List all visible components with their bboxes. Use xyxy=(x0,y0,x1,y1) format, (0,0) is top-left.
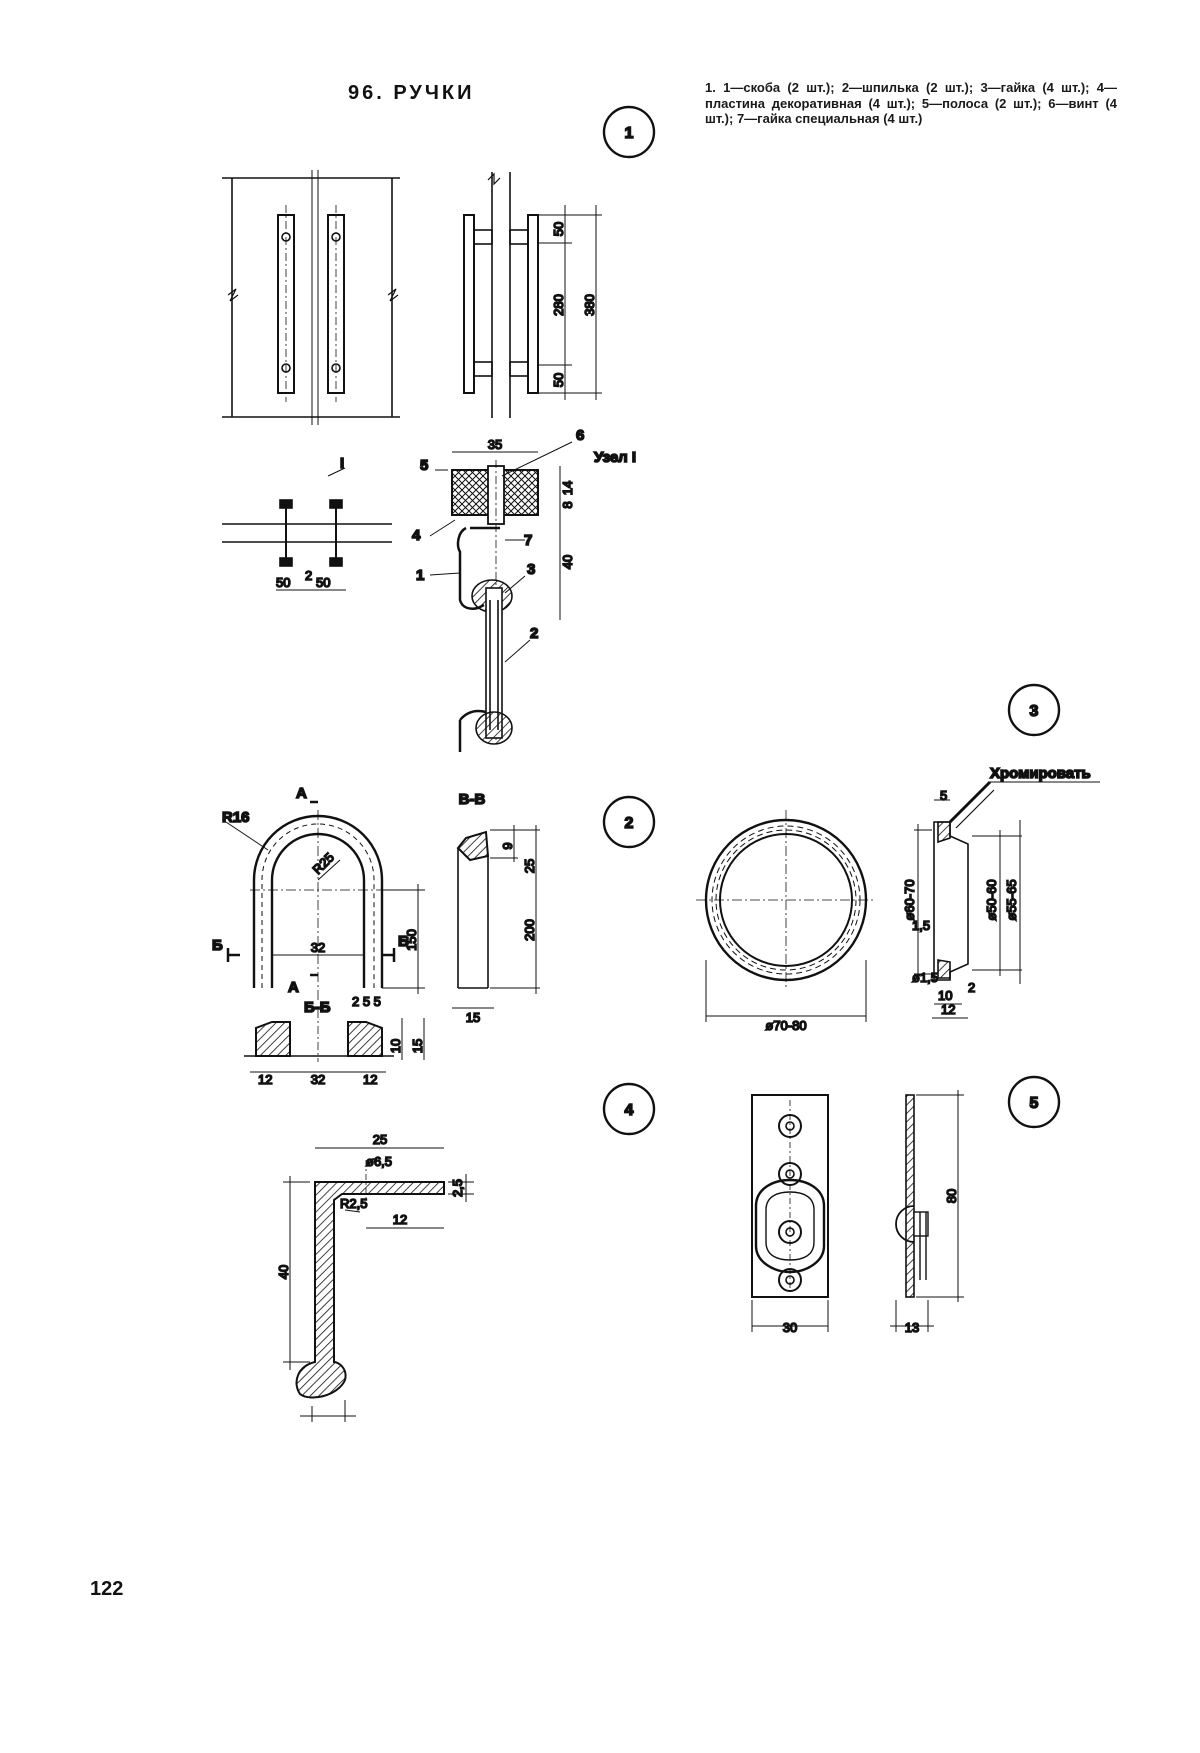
dim-280: 280 xyxy=(551,294,566,316)
dim-40-profile: 40 xyxy=(276,1265,291,1279)
dim-12-right: 12 xyxy=(363,1072,377,1087)
section-mark-a-bottom: А xyxy=(288,979,299,996)
fig1-front-view xyxy=(222,170,400,425)
section-vv xyxy=(452,825,540,1009)
figure-number-1: 1 xyxy=(625,125,634,142)
dim-phi-55-65: ø55-65 xyxy=(1004,879,1019,920)
fig1-side-view xyxy=(463,172,602,418)
dim-phi-60-70: ø60-70 xyxy=(902,879,917,920)
dim-150: 150 xyxy=(404,929,419,951)
page-number: 122 xyxy=(90,1578,124,1600)
dim-9: 9 xyxy=(500,842,515,849)
figure-number-2: 2 xyxy=(625,815,634,832)
radius-16: R16 xyxy=(222,809,250,826)
part-6: 6 xyxy=(576,427,584,444)
section-mark-b-left: Б xyxy=(212,937,223,954)
dim-12-ring: 12 xyxy=(941,1002,955,1017)
radius-25: R25 xyxy=(310,850,337,877)
dim-380: 380 xyxy=(582,294,597,316)
fig5-plate xyxy=(751,1090,964,1332)
node-mark: I xyxy=(340,455,344,472)
dim-25-profile: 25 xyxy=(373,1132,387,1147)
figure-marker-4 xyxy=(602,1082,656,1136)
dim-13: 13 xyxy=(905,1320,919,1335)
figure-marker-3 xyxy=(1007,683,1061,737)
dim-2: 2 xyxy=(305,568,312,583)
dim-phi-1-5: ø1,5 xyxy=(912,970,938,985)
dim-35: 35 xyxy=(488,437,502,452)
dim-200: 200 xyxy=(522,919,537,941)
dim-2-5-5: 2 5 5 xyxy=(352,994,381,1009)
fig4-l-profile xyxy=(283,1147,474,1422)
figure-marker-1 xyxy=(602,105,656,159)
part-5: 5 xyxy=(420,457,428,474)
fig3-ring-handle xyxy=(696,780,1100,1022)
dim-32: 32 xyxy=(311,940,325,955)
chrome-note: Хромировать xyxy=(990,765,1091,782)
part-4: 4 xyxy=(412,527,421,544)
dim-5-10: 10 xyxy=(388,1039,403,1053)
part-7: 7 xyxy=(524,532,532,549)
dim-50-left: 50 xyxy=(276,575,290,590)
dim-1-5: 1,5 xyxy=(912,918,930,933)
section-vv-title: В-В xyxy=(459,791,486,808)
dim-phi-70-80: ø70-80 xyxy=(765,1018,806,1033)
fig1-plan-view xyxy=(222,467,392,591)
part-3: 3 xyxy=(527,561,535,578)
node-detail xyxy=(429,441,573,752)
dim-10-ring: 10 xyxy=(938,988,952,1003)
dim-2-ring: 2 xyxy=(968,980,975,995)
figure-marker-5 xyxy=(1007,1075,1061,1129)
dim-25-vv: 25 xyxy=(522,859,537,873)
part-1: 1 xyxy=(416,567,424,584)
dim-32-section: 32 xyxy=(311,1072,325,1087)
dim-8: 8 xyxy=(560,501,575,508)
figure-marker-2 xyxy=(602,795,656,849)
dim-50-bottom: 50 xyxy=(551,373,566,387)
dim-40: 40 xyxy=(560,555,575,569)
fig2-u-handle xyxy=(225,800,425,1073)
dim-15-vv: 15 xyxy=(466,1010,480,1025)
figure-number-4: 4 xyxy=(625,1102,634,1119)
page-title: 96. РУЧКИ xyxy=(348,82,475,104)
node-label: Узел I xyxy=(594,449,636,466)
figure-number-5: 5 xyxy=(1030,1095,1039,1112)
dim-phi-50-60: ø50-60 xyxy=(984,879,999,920)
dim-12-left: 12 xyxy=(258,1072,272,1087)
dim-50-right: 50 xyxy=(316,575,330,590)
dim-2-5: 2,5 xyxy=(450,1179,465,1197)
dim-30: 30 xyxy=(783,1320,797,1335)
part-2: 2 xyxy=(530,625,538,642)
dim-50-top: 50 xyxy=(551,222,566,236)
section-bb-title: Б-Б xyxy=(304,999,331,1016)
dim-15-section: 15 xyxy=(410,1039,425,1053)
dim-14: 14 xyxy=(560,481,575,495)
section-mark-a-top: А xyxy=(296,785,307,802)
dim-5-ring: 5 xyxy=(940,788,947,803)
dim-12-profile: 12 xyxy=(393,1212,407,1227)
parts-legend: 1. 1—скоба (2 шт.); 2—шпилька (2 шт.); 3… xyxy=(705,80,1117,126)
radius-2-5: R2,5 xyxy=(340,1196,367,1211)
dim-phi-6-5: ø6,5 xyxy=(366,1154,392,1169)
section-mark-b-right: Б xyxy=(398,933,409,950)
dim-80: 80 xyxy=(944,1189,959,1203)
figure-number-3: 3 xyxy=(1030,703,1039,720)
